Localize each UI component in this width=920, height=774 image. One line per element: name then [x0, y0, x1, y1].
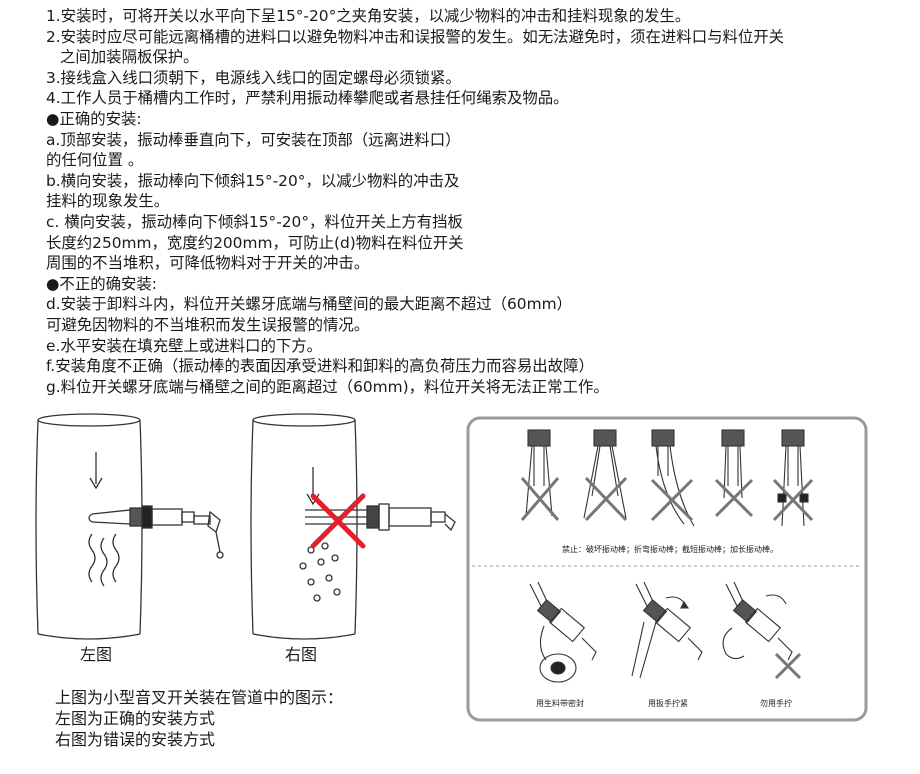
correct-c-1: c. 横向安装，振动棒向下倾斜15°-20°，料位开关上方有挡板: [46, 212, 463, 231]
footer-line-3: 右图为错误的安装方式: [55, 730, 216, 749]
instruction-text: 1.安装时，可将开关以水平向下呈15°-20°之夹角安装，以减少物料的冲击和挂料…: [46, 6, 906, 397]
footer-notes: 上图为小型音叉开关装在管道中的图示： 左图为正确的安装方式 右图为错误的安装方式: [55, 687, 343, 750]
incorrect-e: e.水平安装在填充壁上或进料口的下方。: [46, 336, 323, 355]
handling-panel: 禁止：破坏振动棒；折弯振动棒；截短振动棒；加长振动棒。 用生料带密封 用扳手拧紧…: [466, 416, 868, 722]
left-figure-caption: 左图: [80, 645, 113, 664]
incorrect-d-2: 可避免因物料的不当堆积而发生误报警的情况。: [46, 315, 370, 334]
footer-line-2: 左图为正确的安装方式: [55, 709, 216, 728]
panel-caption-wrench: 用扳手拧紧: [648, 698, 688, 708]
panel-top-caption: 禁止：破坏振动棒；折弯振动棒；截短振动棒；加长振动棒。: [562, 544, 778, 554]
right-pipe-figure: [250, 413, 456, 640]
correct-a-1: a.顶部安装，振动棒垂直向下，可安装在顶部（远离进料口）: [46, 130, 461, 149]
correct-b-1: b.横向安装，振动棒向下倾斜15°-20°，以减少物料的冲击及: [46, 171, 460, 190]
instruction-line-2b: 之间加装隔板保护。: [60, 48, 199, 67]
instruction-line-3: 3.接线盒入线口须朝下，电源线入线口的固定螺母必须锁紧。: [46, 68, 461, 87]
correct-a-2: 的任何位置 。: [46, 151, 144, 170]
panel-caption-tape: 用生料带密封: [536, 698, 584, 708]
incorrect-heading: ●不正的确安装:: [46, 274, 157, 293]
correct-b-2: 挂料的现象发生。: [46, 192, 170, 211]
correct-heading: ●正确的安装:: [46, 109, 142, 128]
left-pipe-figure: [35, 413, 224, 640]
incorrect-g: g.料位开关螺牙底端与桶壁之间的距离超过（60mm)，料位开关将无法正常工作。: [46, 377, 609, 396]
correct-c-3: 周围的不当堆积，可降低物料对于开关的冲击。: [46, 254, 370, 273]
instruction-line-2: 2.安装时应尽可能远离桶槽的进料口以避免物料冲击和误报警的发生。如无法避免时，须…: [46, 27, 785, 46]
incorrect-f: f.安装角度不正确（振动棒的表面因承受进料和卸料的高负荷压力而容易出故障）: [46, 357, 594, 376]
red-cross-icon: [310, 493, 366, 549]
instruction-line-4: 4.工作人员于桶槽内工作时，严禁利用振动棒攀爬或者悬挂任何绳索及物品。: [46, 89, 569, 108]
panel-caption-no-hand: 勿用手拧: [760, 698, 792, 708]
instruction-line-1: 1.安装时，可将开关以水平向下呈15°-20°之夹角安装，以减少物料的冲击和挂料…: [46, 7, 691, 25]
footer-line-1: 上图为小型音叉开关装在管道中的图示：: [55, 688, 344, 707]
right-figure-caption: 右图: [285, 645, 318, 664]
incorrect-d-1: d.安装于卸料斗内，料位开关螺牙底端与桶壁间的最大距离不超过（60mm）: [46, 295, 572, 314]
correct-c-2: 长度约250mm，宽度约200mm，可防止(d)物料在料位开关: [46, 233, 464, 252]
